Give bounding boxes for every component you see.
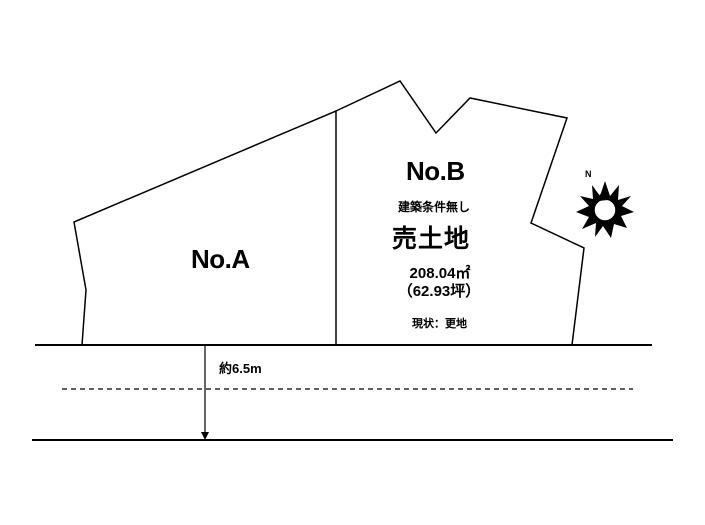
lot-boundary-b [335,80,585,346]
compass-icon [576,181,634,238]
sun-disc [593,198,617,222]
lot-a-label: No.A [191,244,250,274]
north-label: N [585,169,592,179]
status-label: 現状：更地 [412,317,467,330]
lot-b-label: No.B [406,156,465,186]
lot-boundary [73,109,337,346]
north-needle [598,194,608,201]
area-tsubo: （62.93坪） [397,283,481,300]
road-width-label: 約6.5m [219,361,262,376]
sale-type-label: 売土地 [392,224,471,253]
building-condition-label: 建築条件無し [398,200,471,214]
area-sqm: 208.04㎡ [409,265,471,282]
arrow-head [201,432,209,440]
